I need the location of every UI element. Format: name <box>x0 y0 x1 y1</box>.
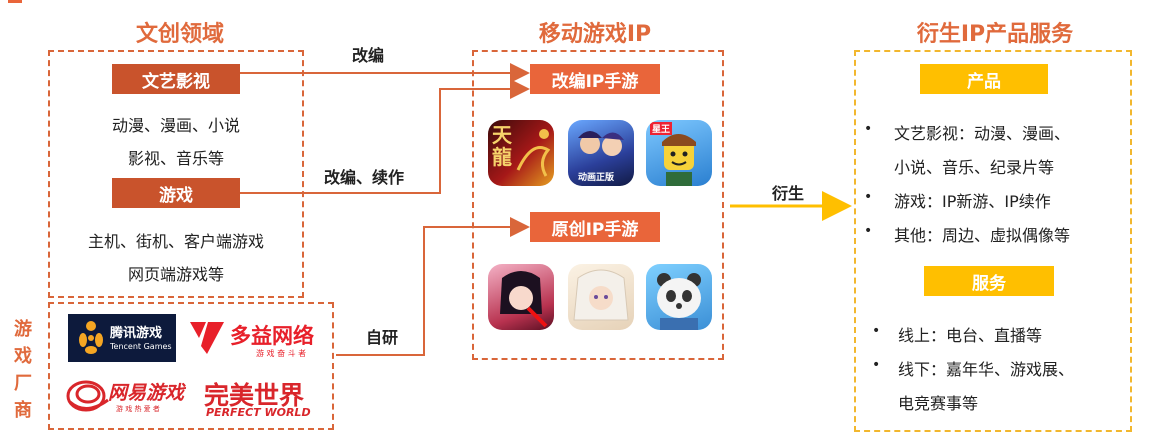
product-film-line-2: 小说、音乐、纪录片等 <box>894 158 1055 177</box>
panda-figure-icon <box>657 273 701 330</box>
dragon-icon <box>516 129 551 177</box>
adapted-ip-label: 改编IP手游 <box>530 64 660 94</box>
product-label: 产品 <box>920 64 1048 94</box>
film-label: 文艺影视 <box>112 64 240 94</box>
self-dev-arrow <box>336 217 530 356</box>
white-hair-figure-icon <box>573 269 629 321</box>
bullet-dot: • <box>864 189 873 205</box>
tencent-name: 腾讯游戏 <box>110 326 163 341</box>
lego-figure-icon <box>662 134 696 186</box>
vendor-label-char: 戏 <box>14 346 32 367</box>
netease-name: 网易游戏 <box>108 382 185 404</box>
vendor-label: 游 戏 厂 商 <box>12 316 34 424</box>
duoyi-sub: 游 戏 奋 斗 者 <box>256 349 307 358</box>
service-offline-line-2: 电竞赛事等 <box>898 394 979 413</box>
tencent-en: Tencent Games <box>110 342 172 351</box>
game-line-1: 主机、街机、客户端游戏 <box>87 232 264 251</box>
film-line-2: 影视、音乐等 <box>127 149 224 168</box>
girl-figure-icon <box>500 271 548 328</box>
derive-label: 衍生 <box>772 184 805 203</box>
app-icon-white-hair <box>568 264 634 330</box>
mobile-game-ip-box <box>472 50 724 360</box>
corner-mark <box>8 0 22 3</box>
duoyi-logo: 多益网络 游 戏 奋 斗 者 <box>186 316 336 362</box>
service-offline-line-1: 线下：嘉年华、游戏展、 <box>898 360 1075 379</box>
adapt-label: 改编 <box>352 46 385 65</box>
netease-sub: 游 戏 热 爱 者 <box>116 405 160 413</box>
app-icon-anime-text: 动画正版 <box>578 173 615 183</box>
service-online: 线上：电台、直播等 <box>898 326 1043 345</box>
duoyi-name: 多益网络 <box>230 324 314 348</box>
perfect-name: 完美世界 <box>204 381 305 410</box>
left-section-title: 文创领域 <box>135 22 224 47</box>
hero-figure-icon <box>578 131 624 156</box>
app-icon-onmyoji-girl <box>488 264 554 330</box>
bullet-dot: • <box>864 223 873 239</box>
bullet-dot: • <box>872 323 881 339</box>
app-icon-lego-hero: 星王 <box>646 120 712 186</box>
perfect-world-logo: 完美世界 PERFECT WORLD <box>204 376 324 422</box>
app-icon-anime-hero: 动画正版 <box>568 120 634 186</box>
vendor-label-char: 游 <box>14 319 32 340</box>
game-label: 游戏 <box>112 178 240 208</box>
vendor-label-char: 厂 <box>14 373 32 394</box>
tencent-logo: 腾讯游戏 Tencent Games <box>68 314 176 362</box>
service-label: 服务 <box>924 266 1054 296</box>
product-other: 其他：周边、虚拟偶像等 <box>894 226 1071 245</box>
vendor-box <box>48 302 334 430</box>
middle-section-title: 移动游戏IP <box>538 22 652 47</box>
tencent-star-icon <box>79 321 103 354</box>
netease-logo: 网易游戏 游 戏 热 爱 者 <box>64 372 194 418</box>
app-icon-lego-text: 星王 <box>650 122 673 135</box>
original-ip-label: 原创IP手游 <box>530 212 660 242</box>
app-icon-tianlong: 天龍 <box>488 120 554 186</box>
app-icon-panda <box>646 264 712 330</box>
vendor-label-char: 商 <box>14 400 32 421</box>
cultural-field-box <box>48 50 304 298</box>
right-section-title: 衍生IP产品服务 <box>916 22 1074 47</box>
perfect-en: PERFECT WORLD <box>206 406 311 419</box>
derived-ip-box <box>854 50 1132 432</box>
app-icon-tianlong-text: 天龍 <box>492 123 512 169</box>
product-game: 游戏：IP新游、IP续作 <box>894 192 1051 211</box>
self-dev-label: 自研 <box>366 328 399 347</box>
film-line-1: 动漫、漫画、小说 <box>111 116 240 135</box>
game-line-2: 网页端游戏等 <box>127 265 224 284</box>
product-film-line-1: 文艺影视：动漫、漫画、 <box>894 124 1071 143</box>
adapt-continue-label: 改编、续作 <box>324 168 405 187</box>
adapt-continue-arrow <box>240 79 530 194</box>
duoyi-mark-icon <box>190 322 224 354</box>
bullet-dot: • <box>872 357 881 373</box>
bullet-dot: • <box>864 121 873 137</box>
netease-swirl-icon <box>66 380 109 412</box>
